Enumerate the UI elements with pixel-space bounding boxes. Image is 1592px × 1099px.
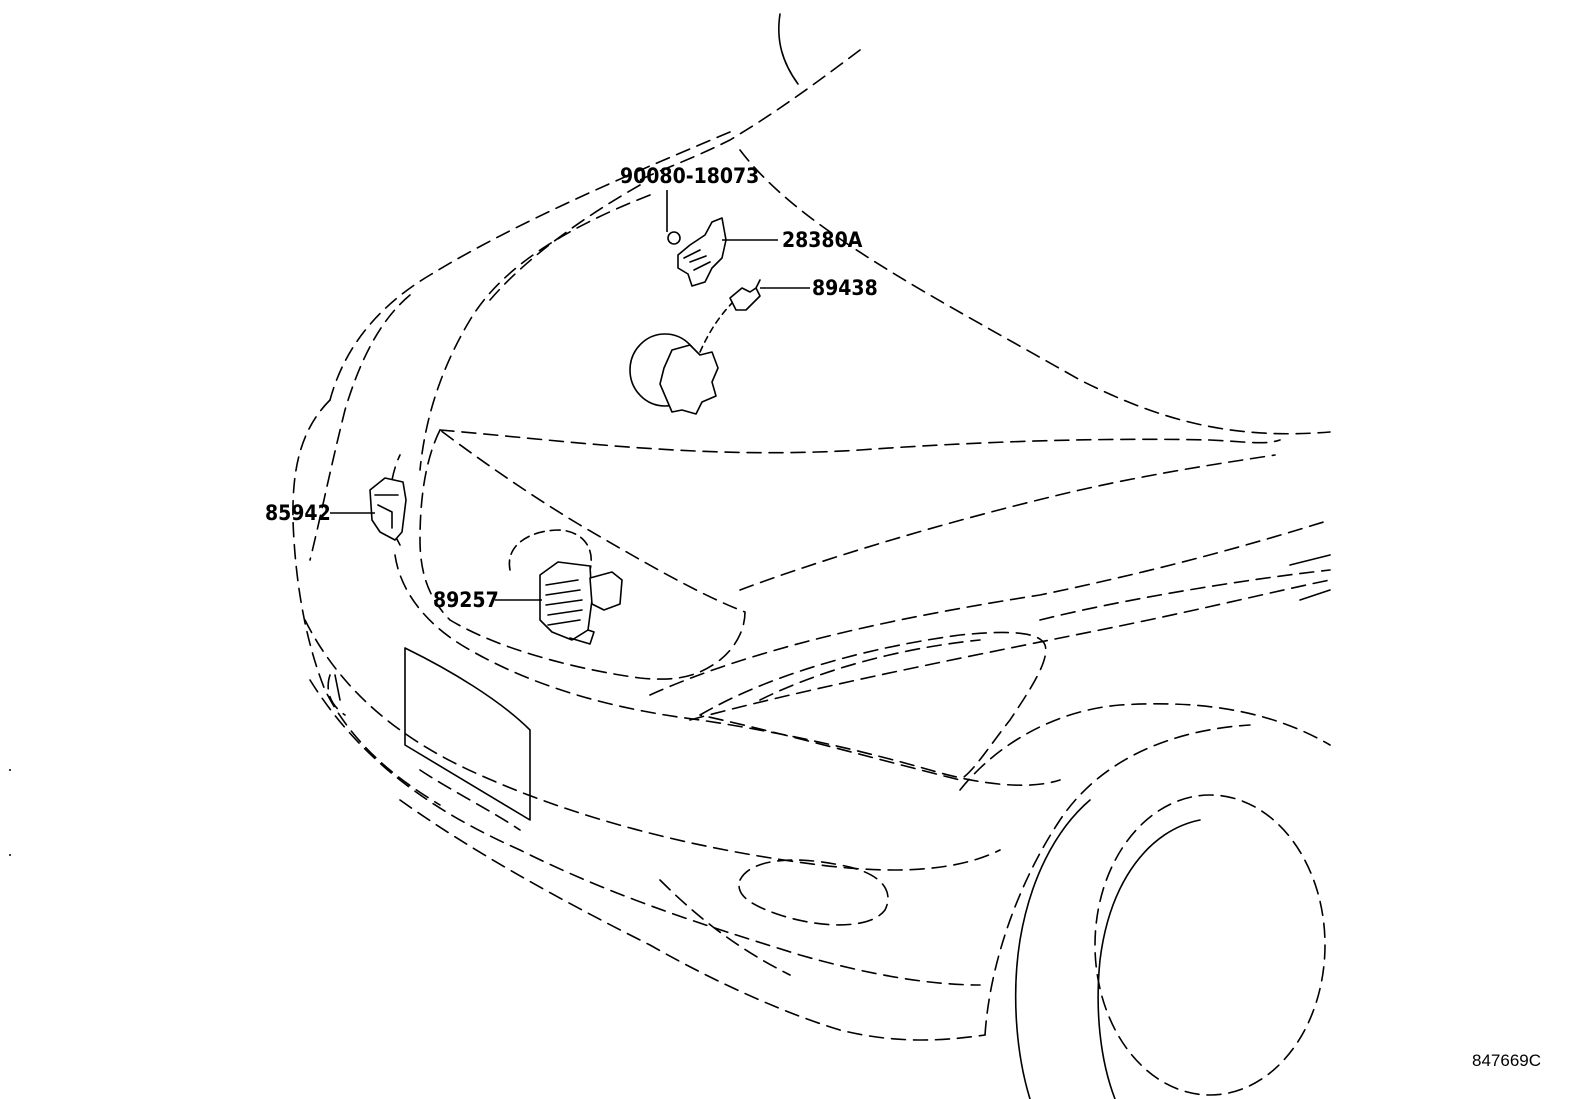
horn-body [659,344,719,415]
sensor-bracket [677,217,727,287]
left-bumper-edge [292,399,441,806]
bumper-upper [304,619,1001,871]
control-unit-base [569,629,595,645]
hood-crease-mid [489,184,641,301]
door-line-upper [1289,554,1331,566]
callout-bolt[interactable]: 90080-18073 [620,164,759,188]
control-unit-connector [589,571,623,611]
module-85942 [369,477,407,541]
module-85942-detail [374,494,399,529]
plate-recess [419,769,521,831]
vehicle-outline [292,13,1331,1099]
bumper-lower [309,679,981,986]
horn-hose [699,299,736,353]
fender-mid [689,579,1331,721]
sensor-tip [755,279,761,289]
catalog-number: 847669C [1472,1051,1541,1070]
side-vent-solid [334,674,341,701]
horn-assembly [629,299,736,415]
callout-28380a[interactable]: 28380A [782,228,863,252]
fender-top [649,519,1331,696]
wheel-arch-outer [984,724,1251,1036]
hood-lip [739,454,1276,591]
fog-light [738,859,889,926]
control-unit-shadow [508,529,592,571]
control-unit-fins [545,579,583,626]
license-plate-frame [404,647,531,821]
left-fender-front [309,294,411,561]
grille-lower-surround [394,554,1061,786]
a-pillar-line [778,13,799,85]
callout-labels: 90080-18073 28380A 89438 85942 89257 [265,164,878,612]
sensor-part [729,279,761,311]
bumper-lip [659,879,791,976]
headlamp-inner [759,639,981,701]
sensor-bracket-part [667,217,727,287]
hood-left-edge [329,131,731,401]
sensor-89438 [729,287,761,311]
hood-crease-left [419,194,651,471]
callout-89257[interactable]: 89257 [433,588,499,612]
bumper-bottom [399,799,986,1041]
leader-lines [330,190,810,601]
callout-89438[interactable]: 89438 [812,276,878,300]
scan-dot [9,854,11,856]
bolt-nut [667,231,681,245]
hood-rear-right-edge [739,149,1331,435]
control-unit-part [508,529,623,645]
grille-outline [419,429,746,680]
headlamp-outline [699,631,1047,781]
tire-outer [1094,794,1326,1096]
control-unit-body [539,561,593,641]
scan-dot [9,769,11,771]
windshield-base [639,49,861,181]
tire-inner [1097,819,1201,1099]
grille-module-part [369,477,407,541]
wheel-arch [959,703,1331,791]
sensor-bracket-detail [683,249,711,271]
hood-front-edge [439,429,1281,454]
fender-lower [1039,569,1331,621]
side-vent [327,674,346,716]
wheel-arch-solid [1014,799,1091,1099]
callout-85942[interactable]: 85942 [265,501,331,525]
door-line-lower [1299,589,1331,601]
